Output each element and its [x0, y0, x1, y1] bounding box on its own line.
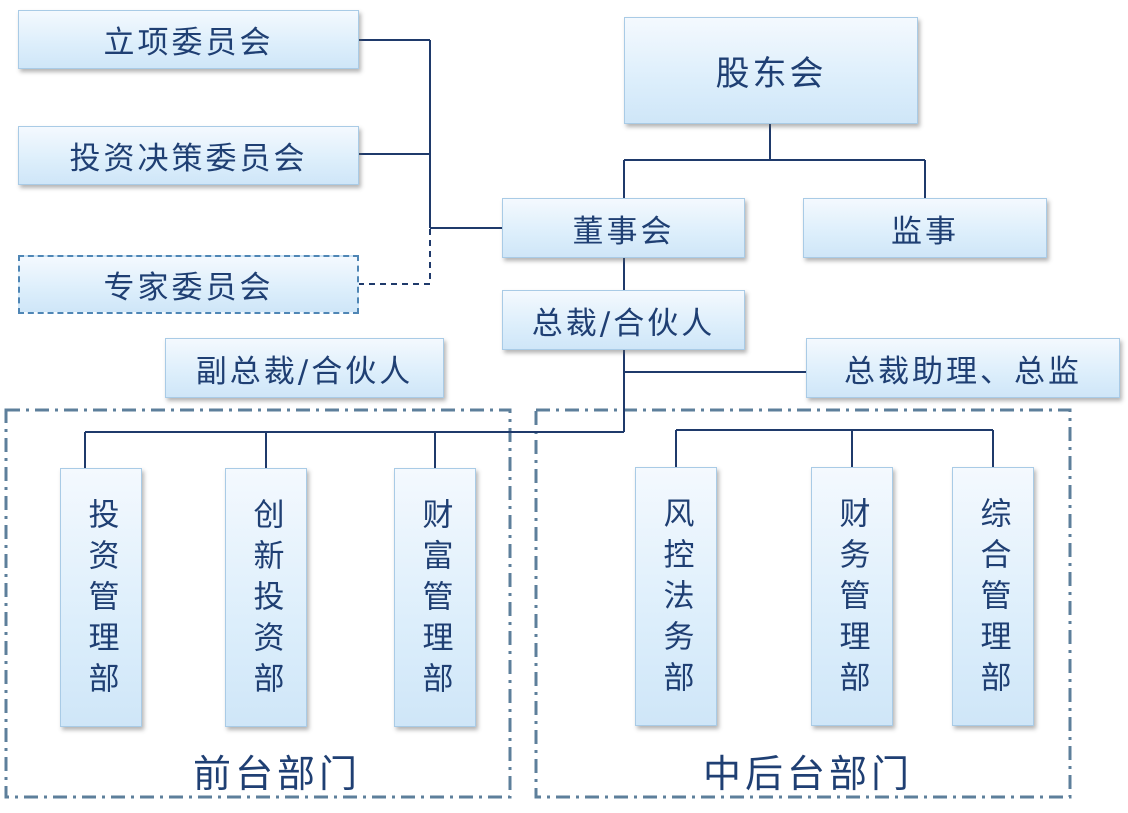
investment-decision-committee-box: 投资决策委员会: [18, 126, 359, 185]
project-committee-box: 立项委员会: [18, 10, 359, 69]
innovation-investment-dept-box: 创新投资部: [225, 468, 307, 727]
risk-legal-dept-box: 风控法务部: [635, 467, 717, 726]
assistant-director-box: 总裁助理、总监: [806, 338, 1120, 398]
back-office-label: 中后台部门: [703, 752, 914, 796]
expert-committee-box: 专家委员会: [18, 255, 359, 314]
shareholders-meeting-box: 股东会: [624, 17, 918, 124]
board-of-directors-box: 董事会: [502, 198, 745, 258]
back-office-frame: [534, 408, 1072, 799]
finance-management-dept-box: 财务管理部: [811, 467, 893, 726]
investment-management-dept-box: 投资管理部: [60, 468, 142, 727]
vice-president-partner-box: 副总裁/合伙人: [165, 338, 444, 398]
general-management-dept-box: 综合管理部: [952, 467, 1034, 726]
expert-committee-connector: [358, 228, 431, 285]
supervisor-box: 监事: [803, 198, 1047, 258]
president-partner-box: 总裁/合伙人: [502, 290, 745, 350]
front-office-label: 前台部门: [193, 752, 362, 796]
front-office-frame: [4, 408, 512, 799]
wealth-management-dept-box: 财富管理部: [394, 468, 476, 727]
